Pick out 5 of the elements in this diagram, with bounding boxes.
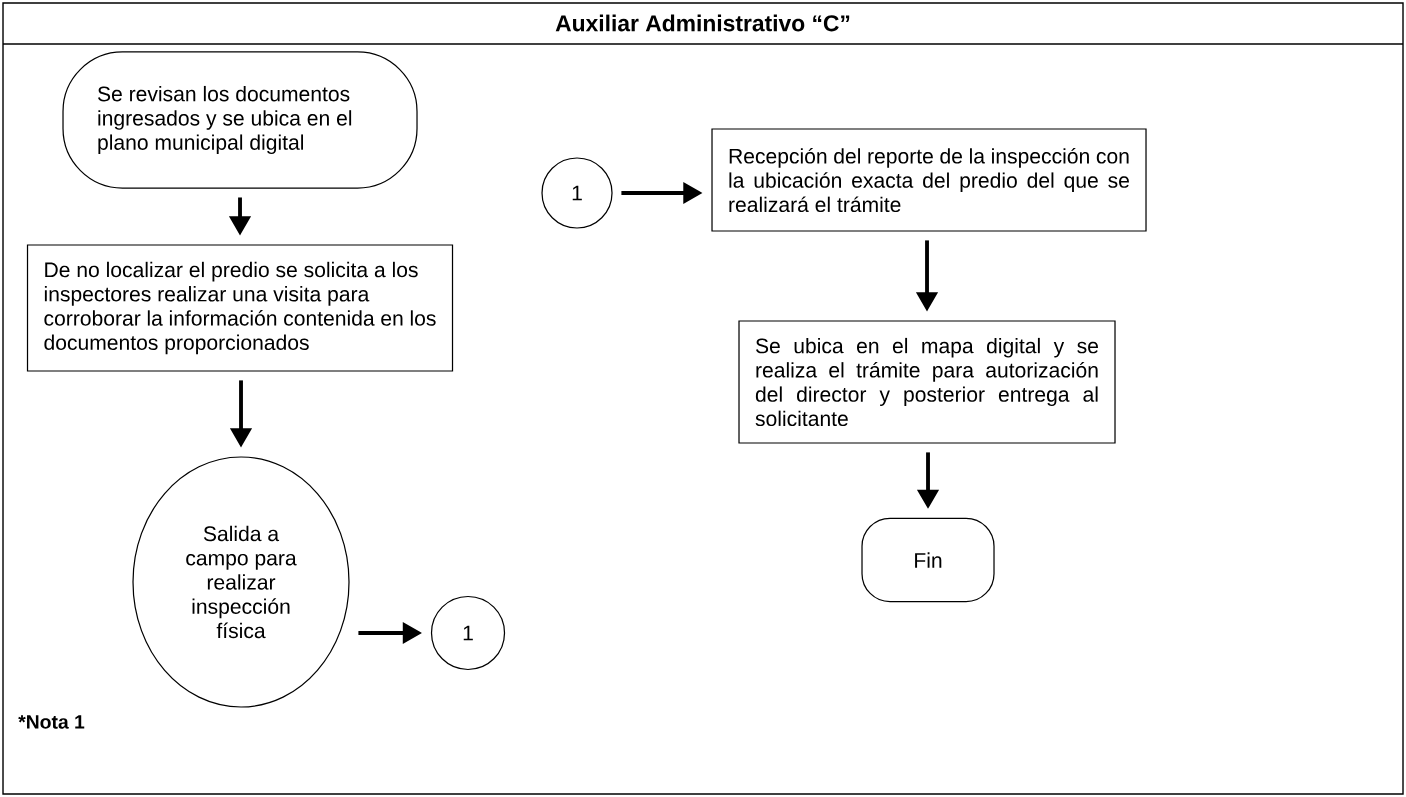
- title: Auxiliar Administrativo “C”: [555, 14, 850, 32]
- process-box: Recepción del reporte de la inspección con la ubicación exacta del predio del que se realizará el trámite: [711, 128, 1147, 232]
- note: *Nota 1: [18, 715, 85, 729]
- process-box: Se ubica en el mapa digital y se realiza el trámite para autorización del director y posterior entrega al solicitante: [738, 320, 1116, 444]
- process-box: De no localizar el predio se solicita a los inspectores realizar una visita para corroborar la información contenida en los documentos proporcionados: [26, 244, 454, 372]
